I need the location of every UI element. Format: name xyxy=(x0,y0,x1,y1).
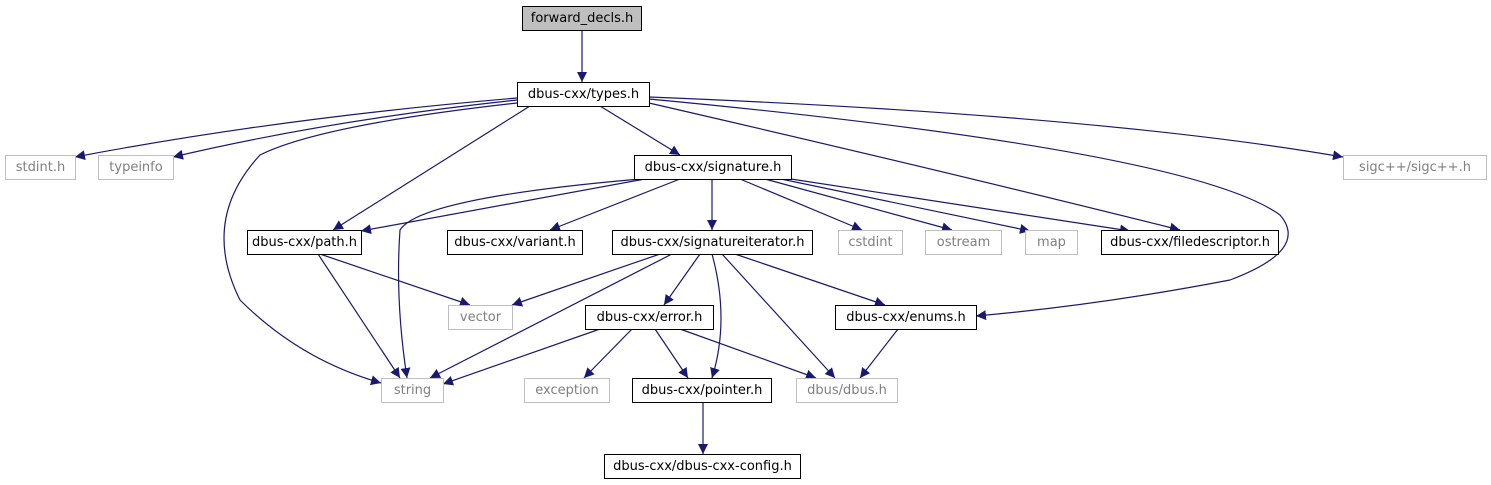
node-box xyxy=(447,230,583,255)
node-variant[interactable]: dbus-cxx/variant.h xyxy=(447,230,583,255)
edge-types-to-enums xyxy=(648,98,1289,321)
node-box xyxy=(585,305,714,330)
node-label: dbus-cxx/dbus-cxx-config.h xyxy=(613,459,792,474)
node-map: map xyxy=(1025,230,1078,255)
node-label: dbus-cxx/enums.h xyxy=(846,310,965,325)
node-box xyxy=(612,230,813,255)
node-box xyxy=(604,454,801,479)
node-ostream: ostream xyxy=(925,230,1002,255)
edge-types-to-typeinfo xyxy=(172,99,518,160)
node-layer: forward_decls.h dbus-cxx/types.h stdint.h t… xyxy=(5,6,1487,479)
node-label: dbus-cxx/path.h xyxy=(252,235,357,250)
node-box xyxy=(925,230,1002,255)
node-box xyxy=(381,378,444,403)
edge-signature-to-filedesc xyxy=(790,178,1131,235)
node-error[interactable]: dbus-cxx/error.h xyxy=(585,305,714,330)
edge-signature-to-ostream xyxy=(764,178,953,233)
node-label: dbus-cxx/pointer.h xyxy=(642,383,763,398)
edge-layer xyxy=(74,30,1344,454)
node-pointer[interactable]: dbus-cxx/pointer.h xyxy=(632,378,772,403)
node-types[interactable]: dbus-cxx/types.h xyxy=(517,82,650,107)
edge-error-to-string xyxy=(442,328,601,386)
node-filedesc[interactable]: dbus-cxx/filedescriptor.h xyxy=(1101,230,1279,255)
node-label: dbus-cxx/signature.h xyxy=(645,160,782,175)
node-config[interactable]: dbus-cxx/dbus-cxx-config.h xyxy=(604,454,801,479)
edge-path-to-string xyxy=(317,253,401,379)
edge-path-to-vector xyxy=(319,253,471,307)
node-label: dbus-cxx/types.h xyxy=(528,87,639,102)
edge-enums-to-dbus xyxy=(859,328,899,379)
node-label: stdint.h xyxy=(16,160,65,175)
node-sigiter[interactable]: dbus-cxx/signatureiterator.h xyxy=(612,230,813,255)
node-box xyxy=(1025,230,1078,255)
node-box xyxy=(838,230,903,255)
edge-sigiter-to-pointer xyxy=(710,253,722,379)
node-stdint: stdint.h xyxy=(5,155,76,180)
node-box xyxy=(522,6,642,31)
edge-signature-to-variant xyxy=(549,178,681,232)
edge-signature-to-string xyxy=(397,178,641,379)
node-box xyxy=(524,378,610,403)
node-forward_decls[interactable]: forward_decls.h xyxy=(522,6,642,31)
node-box xyxy=(1101,230,1279,255)
node-label: dbus-cxx/variant.h xyxy=(454,235,575,250)
node-sigcxx: sigc++/sigc++.h xyxy=(1343,155,1487,180)
edge-types-to-sigcxx xyxy=(648,96,1344,161)
node-label: string xyxy=(394,383,431,398)
edge-sigiter-to-dbus xyxy=(721,253,836,379)
node-signature[interactable]: dbus-cxx/signature.h xyxy=(634,155,792,180)
node-box xyxy=(517,82,650,107)
edge-types-to-signature xyxy=(599,105,681,156)
edge-sigiter-to-error xyxy=(663,253,701,306)
node-label: sigc++/sigc++.h xyxy=(1359,160,1471,175)
edge-signature-to-map xyxy=(780,178,1031,234)
node-box xyxy=(796,378,898,403)
edge-sigiter-to-string xyxy=(429,253,673,379)
edge-types-to-stdint xyxy=(74,97,518,161)
node-label: cstdint xyxy=(848,235,892,250)
node-box xyxy=(448,305,513,330)
node-dbus: dbus/dbus.h xyxy=(796,378,898,403)
node-exception: exception xyxy=(524,378,610,403)
node-label: map xyxy=(1037,235,1066,250)
node-label: vector xyxy=(460,310,502,325)
edge-signature-to-path xyxy=(360,178,646,235)
node-typeinfo: typeinfo xyxy=(98,155,174,180)
node-label: dbus-cxx/error.h xyxy=(597,310,703,325)
node-box xyxy=(5,155,76,180)
node-label: dbus/dbus.h xyxy=(807,383,887,398)
edge-types-to-string xyxy=(223,102,518,386)
node-label: typeinfo xyxy=(109,160,162,175)
node-box xyxy=(247,230,362,255)
edge-error-to-exception xyxy=(583,328,633,379)
node-box xyxy=(98,155,174,180)
node-box xyxy=(1343,155,1487,180)
node-box xyxy=(835,305,977,330)
node-enums[interactable]: dbus-cxx/enums.h xyxy=(835,305,977,330)
edge-signature-to-cstdint xyxy=(739,178,863,231)
node-label: exception xyxy=(535,383,599,398)
node-label: forward_decls.h xyxy=(531,11,634,26)
edge-sigiter-to-vector xyxy=(511,253,661,307)
node-label: dbus-cxx/filedescriptor.h xyxy=(1110,235,1270,250)
edge-types-to-filedesc xyxy=(648,102,1181,233)
node-vector: vector xyxy=(448,305,513,330)
edge-error-to-dbus xyxy=(679,328,817,380)
node-path[interactable]: dbus-cxx/path.h xyxy=(247,230,362,255)
node-box xyxy=(632,378,772,403)
node-box xyxy=(634,155,792,180)
node-label: ostream xyxy=(937,235,991,250)
node-cstdint: cstdint xyxy=(838,230,903,255)
edge-error-to-pointer xyxy=(654,328,689,379)
node-label: dbus-cxx/signatureiterator.h xyxy=(621,235,805,250)
edge-types-to-path xyxy=(332,105,531,231)
edge-sigiter-to-enums xyxy=(734,253,886,307)
node-string: string xyxy=(381,378,444,403)
